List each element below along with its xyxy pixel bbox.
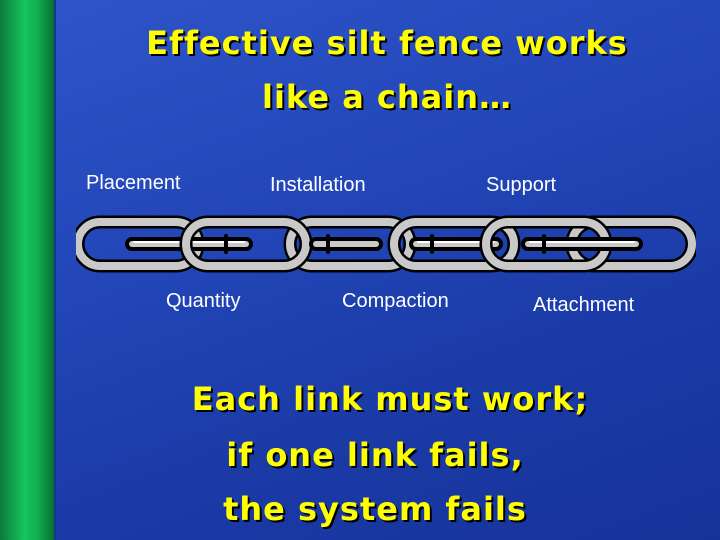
label-compaction: Compaction [342,290,449,313]
label-installation: Installation [270,174,366,197]
label-attachment: Attachment [533,294,634,317]
side-stripe [0,0,56,540]
tagline-line-1: Each link must work; [100,380,680,418]
tagline-line-3: the system fails [100,490,650,528]
label-support: Support [486,174,556,197]
slide-title-line-1: Effective silt fence works [54,24,720,62]
chain-icon [76,212,696,276]
label-quantity: Quantity [166,290,240,313]
label-placement: Placement [86,172,181,195]
tagline-line-2: if one link fails, [100,436,650,474]
slide-title-line-2: like a chain… [54,78,720,116]
